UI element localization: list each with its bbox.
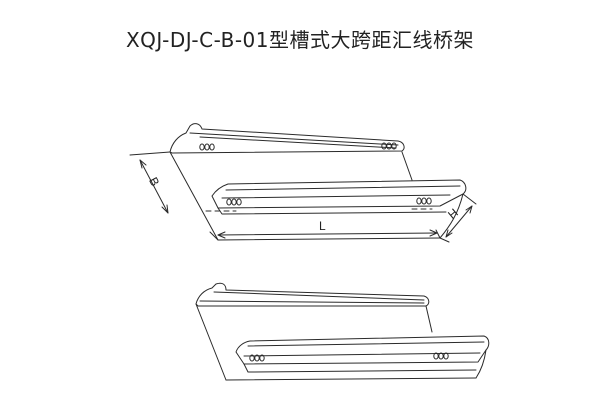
lower-front-holes-right (433, 352, 449, 360)
dimension-h: H (439, 193, 477, 243)
upper-tray-bottom-right-edge (401, 151, 413, 181)
dimension-l: L (209, 219, 441, 241)
upper-hidden-line (205, 208, 433, 212)
lower-rear-flange (195, 282, 430, 307)
lower-tray-bottom-right-edge (425, 305, 433, 333)
upper-tray-bottom-left-edge (169, 151, 219, 241)
upper-rear-holes-right (381, 142, 397, 150)
upper-front-holes-right (416, 197, 432, 205)
dimension-b: B (129, 151, 171, 214)
upper-front-web (439, 193, 464, 239)
upper-tray-view: B L H (129, 123, 477, 243)
page-title: XQJ-DJ-C-B-01型槽式大跨距汇线桥架 (125, 28, 474, 52)
lower-front-holes-left (249, 354, 265, 362)
dimension-l-label: L (319, 219, 326, 233)
upper-rear-flange (169, 123, 405, 154)
lower-tray-view (195, 282, 490, 381)
lower-front-flange (235, 335, 490, 365)
upper-rear-holes-left (199, 143, 215, 151)
lower-front-web (475, 349, 487, 379)
upper-front-holes-left (226, 198, 242, 206)
lower-tray-bottom-left-edge (195, 303, 227, 381)
